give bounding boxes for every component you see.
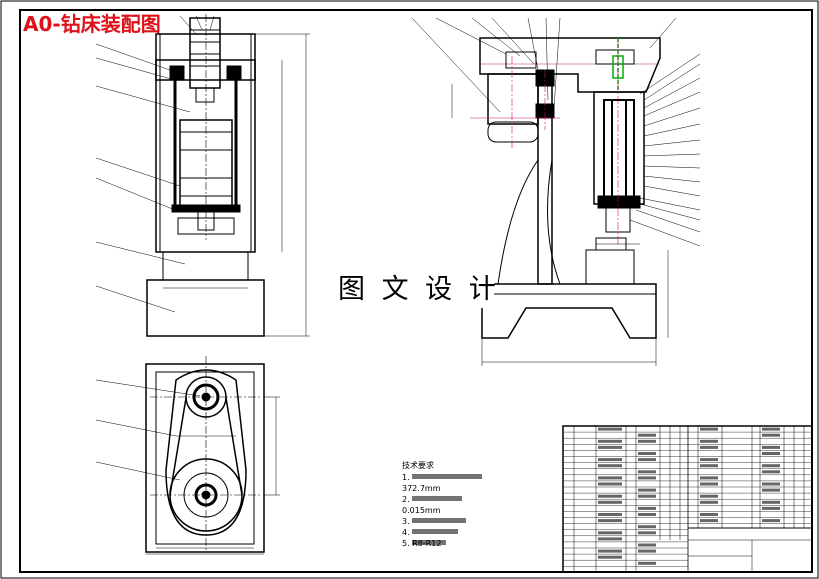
bom-cell-mark bbox=[598, 445, 622, 449]
bom-cell-mark bbox=[638, 543, 656, 547]
bom-cell-mark bbox=[598, 555, 622, 559]
front-housing bbox=[155, 33, 256, 253]
bom-cell-mark bbox=[638, 561, 656, 565]
bom-cell-mark bbox=[700, 519, 718, 523]
bom-cell-mark bbox=[638, 439, 656, 443]
bom-cell-mark bbox=[700, 464, 718, 468]
bom-cell-mark bbox=[598, 549, 622, 553]
bom-cell-mark bbox=[762, 427, 780, 431]
notes-line-2: 372.7mm bbox=[402, 484, 441, 493]
front-base bbox=[146, 279, 265, 337]
bom-cell-mark bbox=[700, 500, 718, 504]
top-view bbox=[95, 356, 280, 555]
bom-cell-mark bbox=[700, 458, 718, 462]
bom-cell-mark bbox=[762, 482, 780, 486]
bom-cell-mark bbox=[598, 464, 622, 468]
bom-cell-mark bbox=[762, 506, 780, 510]
notes-line-1: 1. bbox=[402, 473, 410, 482]
bom-cell-mark bbox=[638, 458, 656, 462]
side-quill bbox=[593, 91, 645, 205]
bom-cell-mark bbox=[762, 488, 780, 492]
side-motor bbox=[487, 73, 539, 125]
notes-line-3: 2. bbox=[402, 495, 410, 504]
bom-cell-mark bbox=[638, 452, 656, 455]
front-top-plate bbox=[155, 59, 256, 81]
bom-cell-mark bbox=[598, 482, 622, 486]
bom-cell-mark bbox=[762, 433, 780, 437]
bom-cell-mark bbox=[762, 464, 780, 468]
bom-cell-mark bbox=[598, 537, 622, 541]
bom-cell-mark bbox=[638, 513, 656, 516]
front-spindle-head bbox=[189, 17, 221, 89]
bom-cell-mark bbox=[762, 519, 780, 523]
bom-cell-mark bbox=[598, 494, 622, 498]
belt-housing bbox=[165, 369, 247, 536]
notes-line-5: 3. bbox=[402, 517, 410, 526]
side-base bbox=[481, 283, 657, 339]
bom-cell-mark bbox=[638, 470, 656, 474]
bom-cell-mark bbox=[638, 549, 656, 553]
bom-cell-mark bbox=[762, 445, 780, 449]
sheet-inner-border bbox=[19, 9, 813, 573]
top-view-base bbox=[145, 363, 265, 553]
notes-heading: 技术要求 bbox=[402, 460, 434, 470]
bom-cell-mark bbox=[700, 513, 718, 516]
notes-line-4: 0.015mm bbox=[402, 506, 441, 515]
bom-cell-mark bbox=[638, 488, 656, 492]
bom-cell-mark bbox=[700, 445, 718, 449]
bom-cell-mark bbox=[598, 427, 622, 431]
bom-cell-mark bbox=[638, 433, 656, 437]
bom-cell-mark bbox=[598, 476, 622, 480]
bom-cell-mark bbox=[762, 500, 780, 504]
bom-cell-mark bbox=[598, 519, 622, 523]
bom-cell-mark bbox=[638, 506, 656, 510]
bom-cell-mark bbox=[598, 531, 622, 535]
watermark-backdrop bbox=[334, 270, 494, 308]
bom-cell-mark bbox=[638, 476, 656, 480]
bom-cell-mark bbox=[700, 476, 718, 480]
bom-cell-mark bbox=[700, 494, 718, 498]
front-lower-block bbox=[162, 251, 249, 281]
bom-cell-mark bbox=[638, 531, 656, 535]
front-view bbox=[95, 14, 310, 337]
bom-cell-mark bbox=[638, 494, 656, 498]
side-head-housing bbox=[479, 37, 661, 93]
bom-cell-mark bbox=[598, 500, 622, 504]
bom-cell-mark bbox=[700, 482, 718, 486]
technical-notes: 技术要求 1. 372.7mm 2. 0.015mm 3. 4. 5. R8-R… bbox=[402, 460, 482, 548]
bom-cell-mark bbox=[598, 439, 622, 443]
drawing-title: A0-钻床装配图 bbox=[23, 12, 161, 36]
bom-cell-mark bbox=[638, 525, 656, 529]
bom-cell-mark bbox=[700, 439, 718, 443]
bom-cell-mark bbox=[762, 470, 780, 474]
bom-cell-mark bbox=[598, 458, 622, 462]
side-section-view bbox=[411, 17, 701, 366]
watermark-text: 图 文 设 计 bbox=[338, 274, 500, 305]
bom-cell-mark bbox=[598, 513, 622, 516]
bom-cell-mark bbox=[700, 427, 718, 431]
bom-cell-mark bbox=[762, 452, 780, 455]
bom-rows bbox=[563, 427, 812, 567]
notes-line-6: 4. bbox=[402, 528, 410, 537]
